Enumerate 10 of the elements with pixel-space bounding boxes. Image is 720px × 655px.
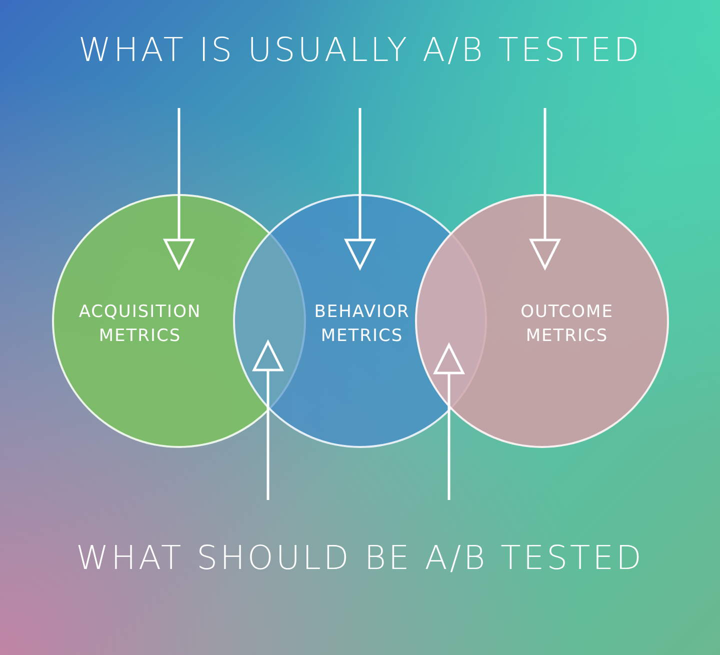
arrow (530, 108, 560, 270)
circle-label: OUTCOME METRICS (520, 301, 614, 348)
arrow (434, 344, 464, 500)
arrow (164, 108, 194, 270)
heading: WHAT IS USUALLY A/B TESTED (77, 30, 643, 69)
arrow (344, 108, 376, 270)
arrow (252, 340, 284, 500)
bottom-heading: WHAT SHOULD BE A/B TESTED (75, 538, 645, 577)
circle-label: BEHAVIOR METRICS (313, 301, 411, 348)
circle-label: ACQUISITION METRICS (78, 301, 202, 348)
